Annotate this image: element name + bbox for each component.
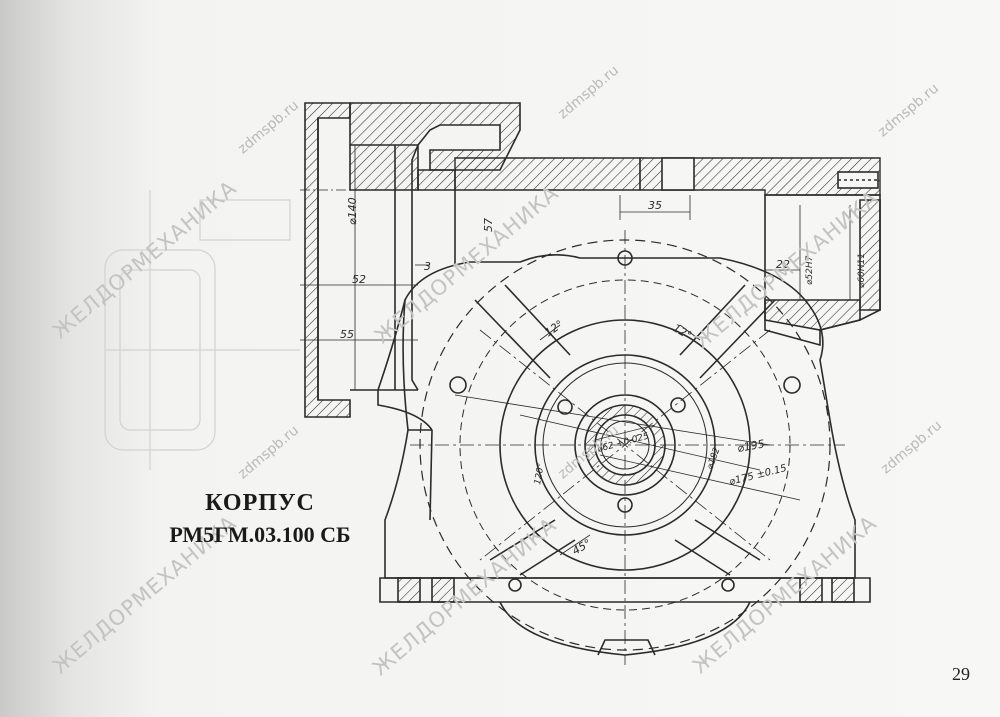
dim-55-left: 55 [340,328,354,341]
drawing-title: КОРПУС [205,490,315,516]
dim-35: 35 [648,199,662,212]
dim-angle-120: 120° [533,462,547,485]
dim-d195: ⌀195 [736,437,765,455]
section-view [300,102,881,418]
dim-d182: ⌀182 [705,446,722,471]
dim-d175: ⌀175 ±0.15 [728,463,788,488]
dim-52: 52 [352,273,366,286]
drawing-code: РМ5ГМ.03.100 СБ [169,522,351,547]
background-ghost-drawing [104,190,300,470]
dim-angle-45: 45° [570,537,593,558]
dim-57: 57 [482,218,495,232]
dim-d140: ⌀140 [346,197,359,225]
page-number: 29 [952,664,970,684]
dim-d52-fit: ⌀52Н7 [805,255,815,285]
dim-3: 3 [424,260,431,273]
dim-22: 22 [776,258,790,271]
front-view [377,230,871,665]
dim-d60: ⌀60Н11 [857,253,867,288]
